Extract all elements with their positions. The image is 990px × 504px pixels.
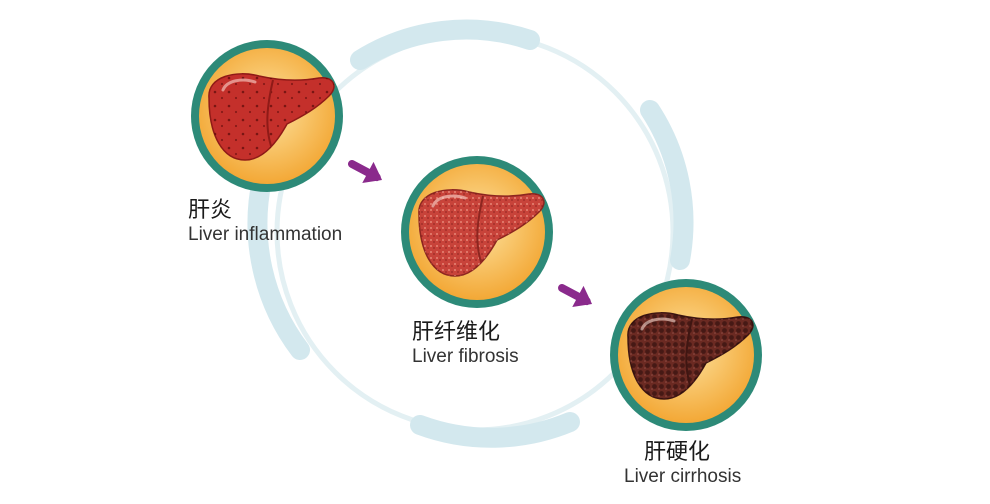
stage-label-cn: 肝纤维化 [412, 320, 501, 345]
ring-segment-bottom [410, 412, 580, 448]
stage-badge-inflammation [191, 40, 343, 192]
ring-segment-right [640, 100, 694, 270]
liver-texture [627, 312, 753, 399]
cycle-ring [247, 19, 694, 448]
stage-badge-fibrosis [401, 156, 553, 308]
stage-label-cn: 肝硬化 [644, 440, 711, 465]
liver-highlight [221, 78, 257, 92]
arrow-right-icon [348, 160, 383, 184]
stage-label-en: Liver cirrhosis [624, 466, 742, 487]
ring-segment-top [350, 19, 540, 70]
stage-label-en: Liver inflammation [188, 224, 343, 245]
stage-badge-cirrhosis [610, 279, 762, 431]
ring-segment-left [247, 170, 310, 360]
liver-highlight [431, 194, 467, 208]
stage-label-cn: 肝炎 [188, 198, 233, 223]
stage-label-fibrosis: 肝纤维化 Liver fibrosis [412, 320, 519, 368]
arrow-right-icon [558, 284, 593, 308]
liver-lobe-line [476, 195, 484, 263]
stage-label-cirrhosis: 肝硬化 Liver cirrhosis [624, 440, 741, 488]
liver-highlight [640, 317, 676, 331]
liver-texture [418, 189, 544, 276]
stage-label-inflammation: 肝炎 Liver inflammation [188, 198, 342, 246]
liver-texture [208, 73, 334, 160]
stage-label-en: Liver fibrosis [412, 346, 519, 367]
liver-lobe-line [685, 318, 693, 386]
liver-lobe-line [266, 79, 274, 147]
